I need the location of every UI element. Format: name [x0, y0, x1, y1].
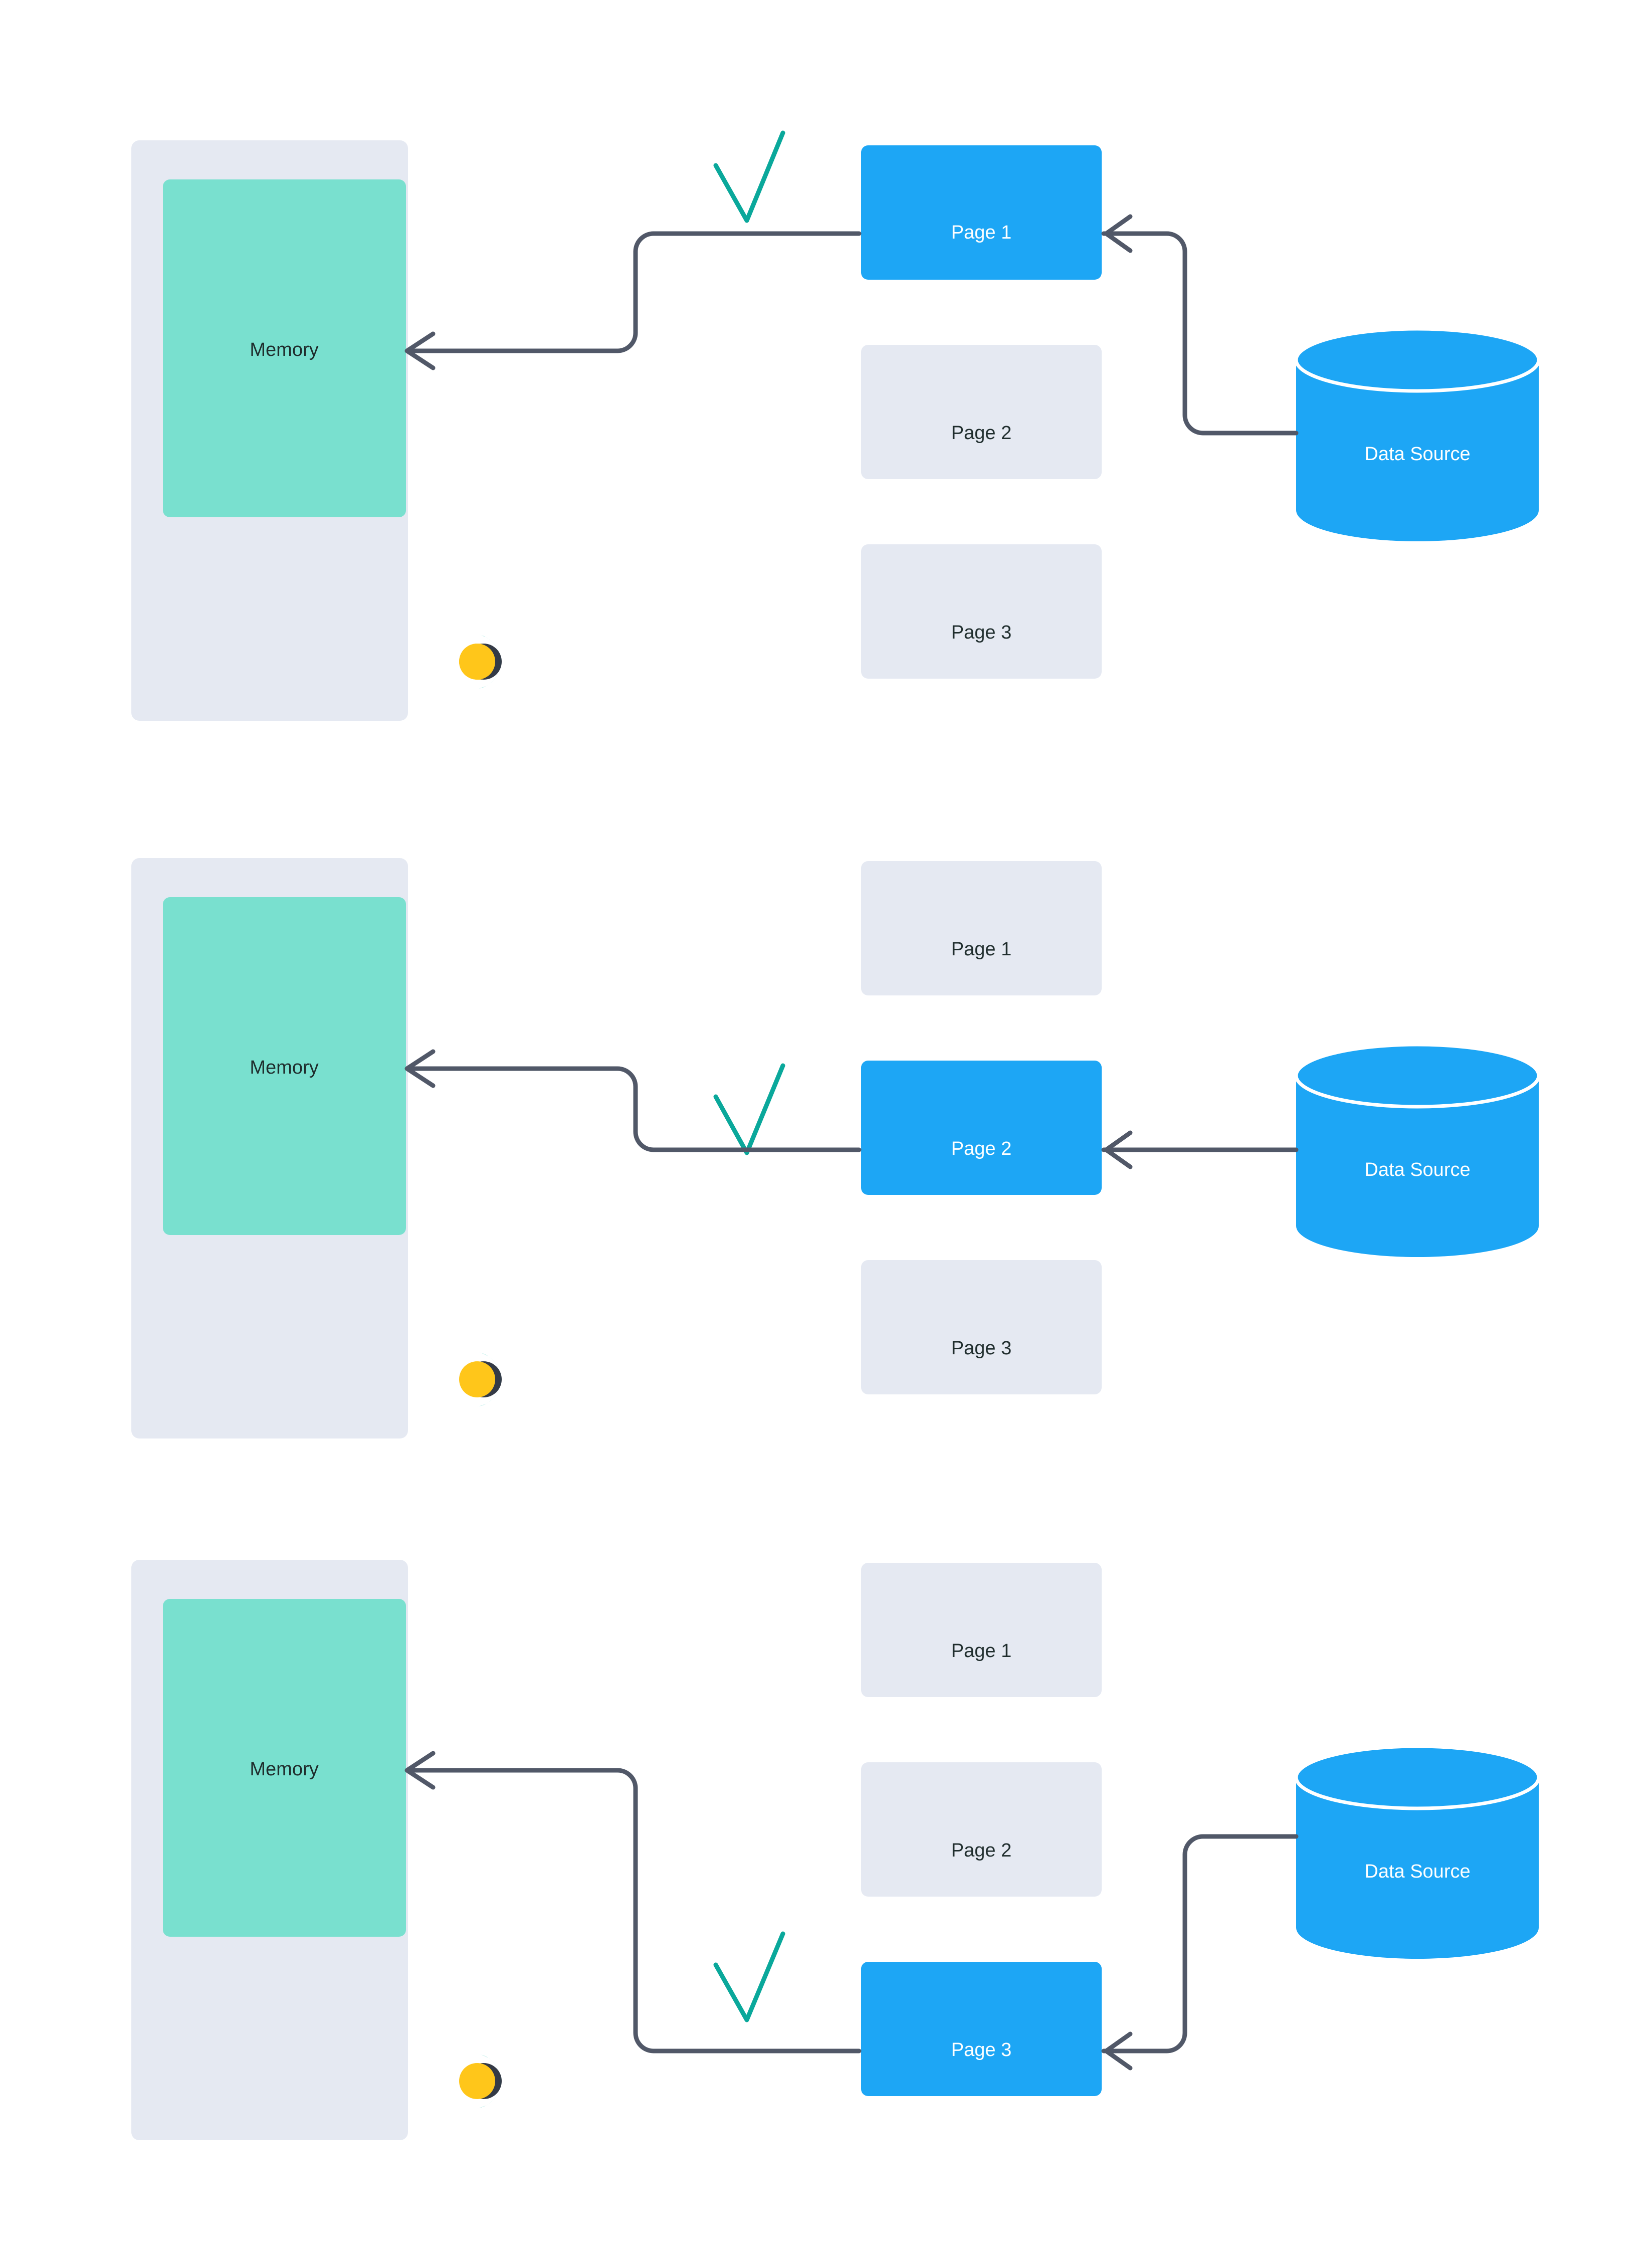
panel-1-memory-block[interactable]	[163, 179, 406, 517]
panel-1-page-1-label: Page 1	[951, 222, 1011, 243]
panel-3-check-icon	[713, 1931, 785, 2022]
panel-2-page-2-label: Page 2	[951, 1138, 1011, 1159]
panel-1-memory-label: Memory	[250, 339, 318, 360]
panel-1-connector-source-to-page	[1101, 231, 1299, 436]
panel-3-arrowhead-into-page-3	[1104, 2031, 1133, 2071]
panel-1-data-source-label: Data Source	[1364, 444, 1470, 465]
panel-2-connector-page-to-memory	[406, 1066, 862, 1152]
panel-3-data-source-label: Data Source	[1364, 1861, 1470, 1882]
panel-1: Memory Page 1 Page 2 Page 3 Data Source	[131, 130, 1541, 721]
panel-1-connector-page-to-memory	[406, 231, 862, 353]
panel-1-arrowhead-into-memory	[404, 331, 436, 370]
panel-3-page-2[interactable]	[861, 1762, 1102, 1897]
panel-2-memory-label: Memory	[250, 1057, 318, 1078]
panel-1-page-3[interactable]	[861, 544, 1102, 679]
panel-3-connector-source-to-page	[1101, 1834, 1299, 2053]
panel-2-arrowhead-into-memory	[404, 1049, 436, 1088]
panel-2-data-source-label: Data Source	[1364, 1159, 1470, 1180]
panel-1-brand-logo	[459, 634, 503, 689]
panel-1-check-icon	[713, 130, 785, 223]
panel-2-page-3[interactable]	[861, 1260, 1102, 1394]
panel-1-page-2[interactable]	[861, 345, 1102, 479]
panel-2-page-1[interactable]	[861, 861, 1102, 995]
panel-3: Memory Page 1 Page 2 Page 3 Data Source	[131, 1560, 1541, 2140]
panel-3-page-3[interactable]	[861, 1962, 1102, 2096]
panel-2-page-1-label: Page 1	[951, 939, 1011, 960]
panel-3-data-source[interactable]: Data Source	[1294, 1744, 1541, 1959]
panel-2-page-3-label: Page 3	[951, 1338, 1011, 1359]
panel-2-page-2[interactable]	[861, 1061, 1102, 1195]
panel-3-connector-page-to-memory	[406, 1768, 862, 2053]
panel-2: Memory Page 1 Page 2 Page 3 Data Source	[131, 858, 1541, 1438]
panel-2-data-source[interactable]: Data Source	[1294, 1043, 1541, 1257]
panel-3-arrowhead-into-memory	[404, 1751, 436, 1790]
panel-1-data-source[interactable]: Data Source	[1294, 327, 1541, 541]
panel-1-page-3-label: Page 3	[951, 622, 1011, 643]
panel-2-brand-logo	[459, 1352, 503, 1407]
panel-3-page-1-label: Page 1	[951, 1640, 1011, 1662]
panel-3-memory-label: Memory	[250, 1759, 318, 1780]
panel-2-check-icon	[713, 1063, 785, 1155]
panel-3-page-2-label: Page 2	[951, 1840, 1011, 1861]
panel-3-page-3-label: Page 3	[951, 2039, 1011, 2061]
panel-3-brand-logo	[459, 2053, 503, 2109]
panel-3-memory-block[interactable]	[163, 1599, 406, 1937]
panel-1-page-2-label: Page 2	[951, 423, 1011, 444]
panel-3-page-1[interactable]	[861, 1563, 1102, 1697]
panel-2-memory-block[interactable]	[163, 897, 406, 1235]
panel-1-page-1[interactable]	[861, 145, 1102, 280]
panel-1-arrowhead-into-page-1	[1104, 214, 1133, 253]
panel-2-arrowhead-into-page-2	[1104, 1130, 1133, 1169]
